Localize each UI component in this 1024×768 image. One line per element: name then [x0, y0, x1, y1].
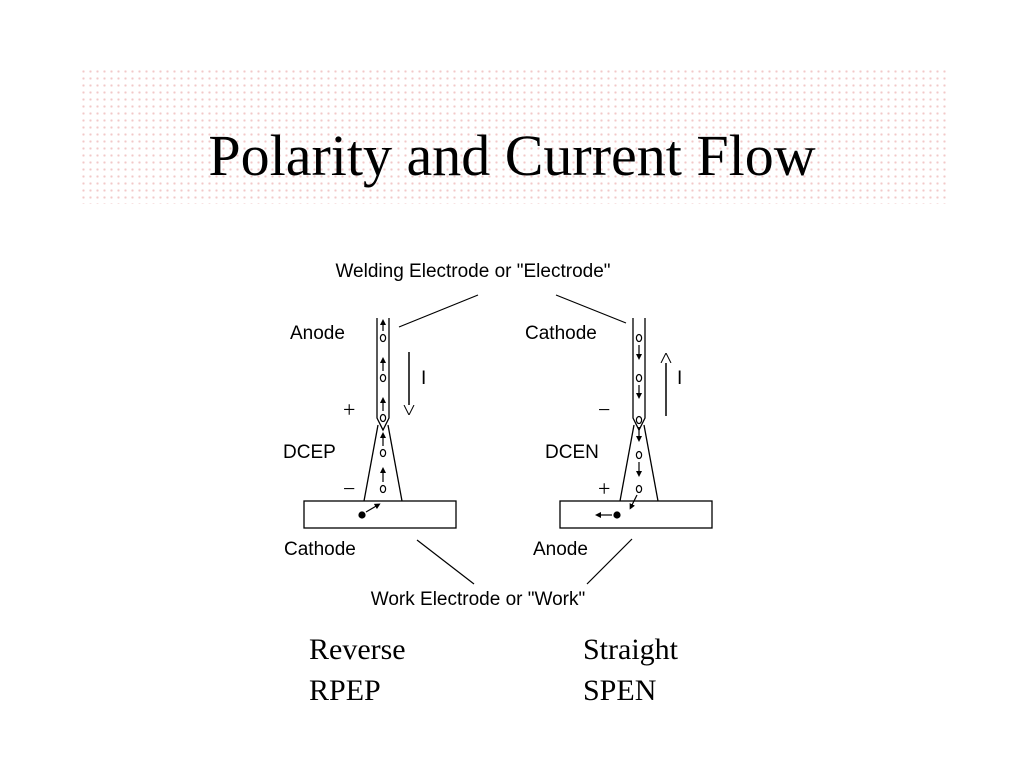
left-work-role: Cathode	[284, 539, 356, 560]
left-electrode-role: Anode	[290, 323, 345, 344]
left-arc-cone	[363, 424, 403, 502]
title-background-pattern	[80, 68, 946, 204]
left-mode-label: DCEP	[283, 442, 336, 463]
work-electrode-label: Work Electrode or "Work"	[371, 589, 585, 610]
work-leader-left	[416, 539, 475, 585]
rpep-label: RPEP	[309, 674, 381, 707]
right-arc-cone	[619, 424, 659, 502]
left-electrode-rod	[376, 318, 390, 432]
right-electrode-sign: −	[598, 397, 610, 422]
electrode-leader-right	[555, 294, 627, 324]
right-current-label: I	[677, 368, 682, 389]
dcen-setup: Cathode − DCEN + Anode I	[525, 318, 713, 560]
left-workpiece	[303, 500, 457, 529]
straight-label: Straight	[583, 633, 678, 666]
right-electrode-role: Cathode	[525, 323, 597, 344]
right-workpiece	[559, 500, 713, 529]
right-work-role: Anode	[533, 539, 588, 560]
left-electron-flow	[358, 319, 387, 519]
dcep-setup: Anode + DCEP − Cathode I	[283, 318, 457, 560]
work-leader-right	[586, 538, 633, 585]
left-electrode-sign: +	[343, 397, 355, 422]
slide-title: Polarity and Current Flow	[208, 123, 816, 188]
electrode-leader-left	[398, 294, 479, 328]
right-electron-flow	[595, 333, 643, 519]
right-work-sign: +	[598, 476, 610, 501]
welding-electrode-label: Welding Electrode or "Electrode"	[335, 261, 610, 282]
left-current-label: I	[421, 368, 426, 389]
reverse-label: Reverse	[309, 633, 406, 666]
left-work-sign: −	[343, 476, 355, 501]
right-mode-label: DCEN	[545, 442, 599, 463]
spen-label: SPEN	[583, 674, 657, 707]
